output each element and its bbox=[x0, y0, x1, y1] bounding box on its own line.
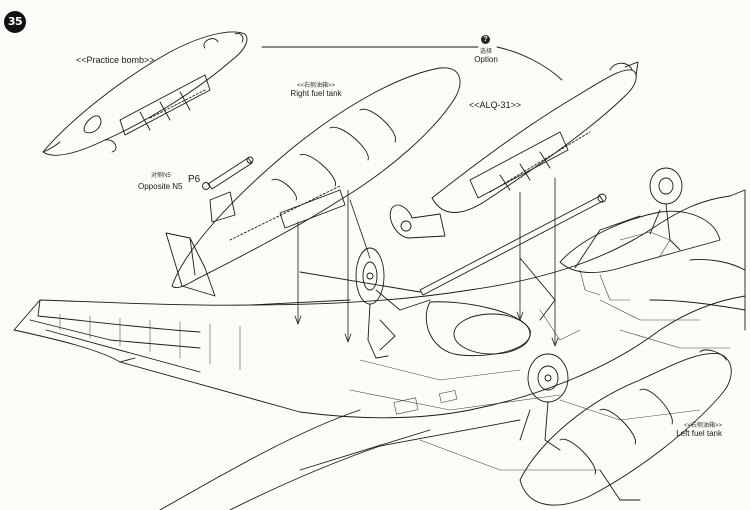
nose-landing-gear-drawing bbox=[649, 167, 683, 251]
option-label: Option bbox=[474, 55, 498, 64]
opposite-label-cn: 对侧N5 bbox=[151, 173, 171, 179]
left-fuel-tank-drawing bbox=[519, 349, 732, 506]
left-landing-gear-drawing bbox=[355, 247, 431, 359]
right-fuel-tank-label-cn: <<右侧油箱>> bbox=[296, 83, 336, 89]
practice-bomb-label: <<Practice bomb>> bbox=[76, 55, 155, 65]
question-mark-icon: ? bbox=[481, 35, 490, 44]
alq31-pod-drawing bbox=[389, 61, 639, 239]
p6-part-drawing bbox=[202, 156, 254, 190]
part-p6-label: P6 bbox=[188, 174, 201, 185]
option-label-cn: 选择 bbox=[479, 49, 493, 55]
practice-bomb-drawing bbox=[42, 31, 248, 156]
aircraft-fuselage-drawing bbox=[13, 189, 746, 510]
alq31-label: <<ALQ-31>> bbox=[469, 100, 522, 110]
right-fuel-tank-label: Right fuel tank bbox=[290, 89, 342, 98]
opposite-label: Opposite N5 bbox=[138, 182, 183, 191]
step-number-badge: 35 bbox=[4, 11, 26, 33]
left-fuel-tank-label: Left fuel tank bbox=[676, 429, 722, 438]
right-fuel-tank-drawing bbox=[165, 67, 461, 297]
right-landing-gear-drawing bbox=[519, 353, 569, 451]
probe-drawing bbox=[299, 193, 607, 296]
left-fuel-tank-label-cn: <<右侧油箱>> bbox=[683, 423, 722, 429]
